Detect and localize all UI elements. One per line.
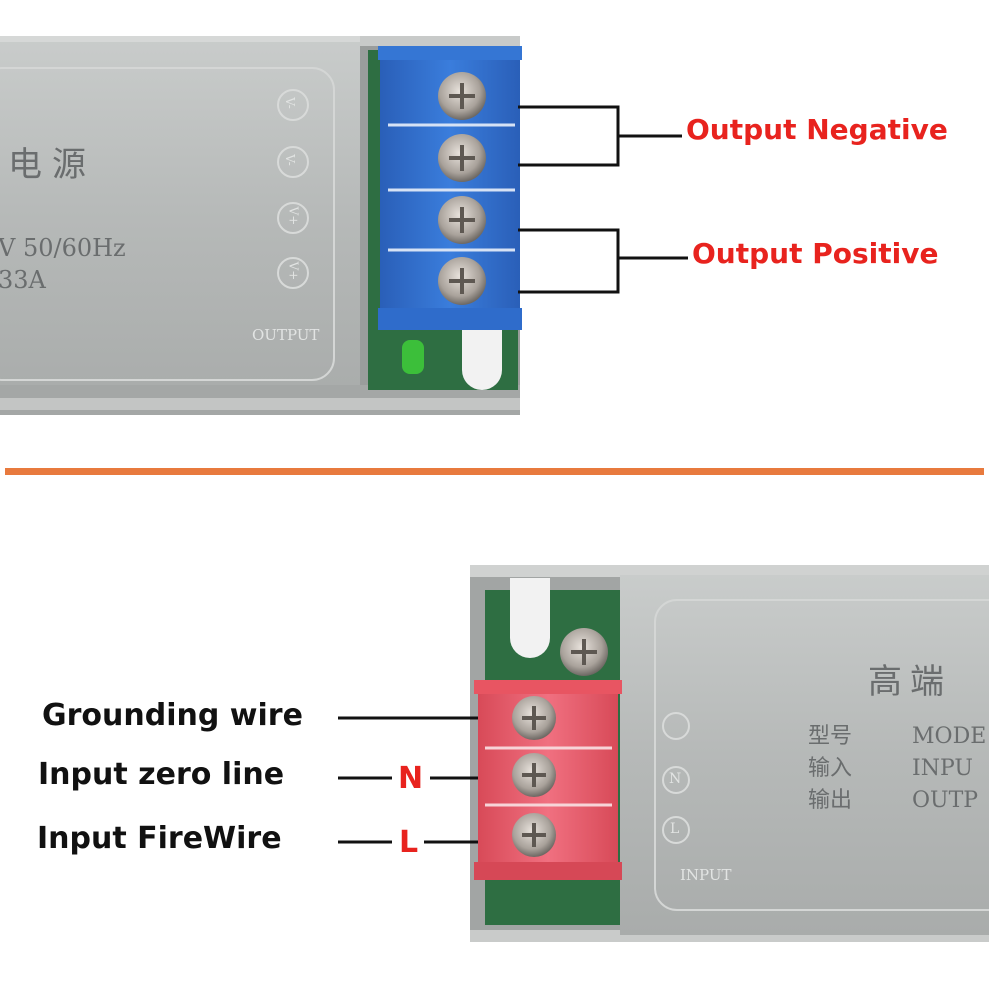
model-row-en: MODE: [912, 724, 987, 749]
terminal-screw: [438, 196, 486, 244]
terminal-symbol: N: [669, 771, 682, 787]
input-zero-line-label: Input zero line: [38, 757, 285, 792]
section-divider: [5, 468, 984, 475]
case-rating-text: V 50/60Hz: [0, 234, 126, 262]
terminal-symbol: L: [670, 821, 680, 837]
input-firewire-label: Input FireWire: [37, 821, 282, 856]
case-chinese-text: 电源: [8, 145, 96, 185]
terminal-screw: [512, 696, 556, 740]
grounding-wire-label: Grounding wire: [42, 698, 303, 733]
terminal-screw: [438, 134, 486, 182]
terminal-screw: [438, 72, 486, 120]
terminal-symbol: V-: [282, 154, 297, 166]
live-marker: L: [399, 825, 419, 860]
input-row-en: INPU: [912, 756, 973, 781]
led-indicator: [402, 340, 424, 374]
output-negative-label: Output Negative: [686, 113, 948, 146]
terminal-symbol: V+: [286, 261, 301, 281]
output-tag: OUTPUT: [252, 326, 320, 344]
model-row-cn: 型号: [808, 724, 853, 749]
input-row-cn: 输入: [808, 756, 853, 781]
output-row-cn: 输出: [808, 788, 853, 813]
terminal-symbol: V-: [282, 97, 297, 109]
case-chinese-title: 高端: [868, 662, 952, 702]
output-row-en: OUTP: [912, 788, 979, 813]
neutral-marker: N: [398, 761, 424, 796]
bottom-power-supply: [338, 565, 989, 942]
terminal-screw: [438, 257, 486, 305]
output-positive-label: Output Positive: [692, 237, 939, 270]
terminal-screw: [512, 753, 556, 797]
case-current-text: 33A: [0, 266, 46, 294]
terminal-screw: [512, 813, 556, 857]
input-tag: INPUT: [680, 866, 732, 884]
top-power-supply: [0, 36, 688, 415]
terminal-symbol: V+: [286, 206, 301, 226]
